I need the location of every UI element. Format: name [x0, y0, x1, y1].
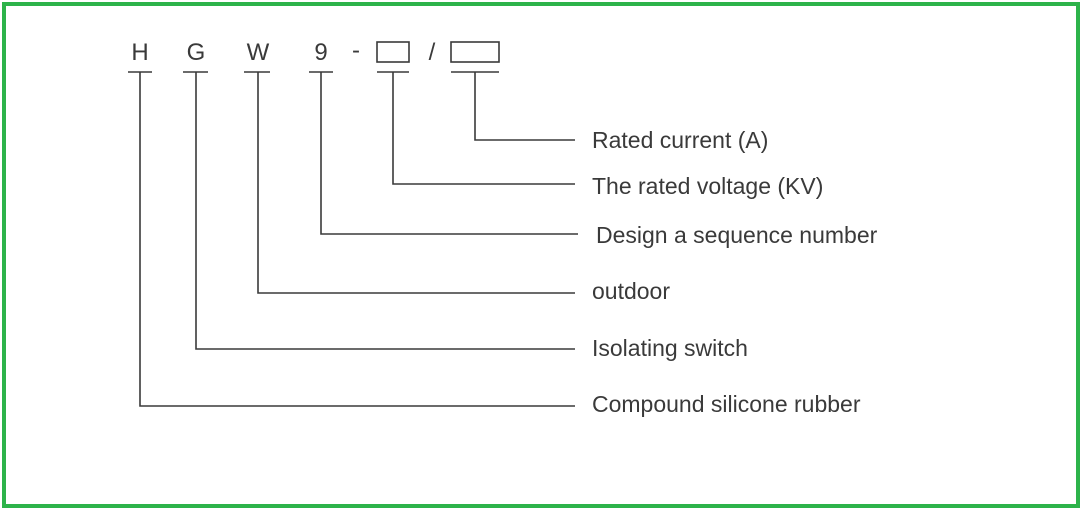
label-rated-current: Rated current (A) [592, 127, 768, 153]
code-letter-g: G [187, 39, 206, 66]
leader-rated-current [474, 72, 575, 141]
label-outdoor: outdoor [592, 278, 670, 304]
code-letter-w: W [247, 39, 270, 66]
label-isolating: Isolating switch [592, 335, 748, 361]
label-compound: Compound silicone rubber [592, 391, 861, 417]
leader-sequence [320, 72, 578, 235]
label-rated-voltage: The rated voltage (KV) [592, 173, 823, 199]
leader-rated-voltage [392, 72, 575, 185]
voltage-placeholder-box [376, 41, 410, 63]
code-letter-h: H [131, 39, 148, 66]
leader-compound [139, 72, 575, 407]
code-dash: - [352, 37, 360, 64]
leader-isolating [195, 72, 575, 350]
code-digit-9: 9 [314, 39, 327, 66]
code-slash: / [429, 39, 436, 66]
leader-outdoor [257, 72, 575, 294]
current-placeholder-box [450, 41, 500, 63]
label-sequence: Design a sequence number [596, 222, 878, 248]
